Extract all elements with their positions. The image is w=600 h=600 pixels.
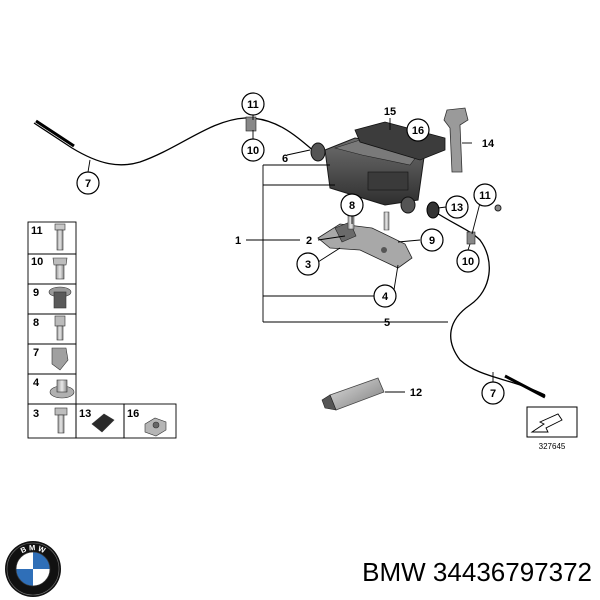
part-number-caption: BMW 34436797372	[362, 557, 592, 587]
legend-label-4: 4	[33, 377, 40, 389]
stud-icon	[54, 315, 66, 327]
grease-tube	[321, 377, 385, 411]
grommet-body	[53, 291, 67, 309]
bolt-head	[494, 204, 502, 212]
connector-cover	[354, 121, 446, 161]
hex-nut-hole	[152, 421, 160, 429]
callout-4: 4	[382, 291, 389, 303]
callouts: 11 10 6 15 16 14 11 13 8 1 2 9 10 3 4 5 …	[76, 92, 505, 405]
callout-circle	[481, 381, 505, 405]
nut-body	[55, 264, 65, 280]
legend-part-images	[48, 223, 167, 437]
callout-13: 13	[451, 202, 463, 214]
bolt	[347, 214, 355, 230]
cable-clip	[245, 116, 257, 132]
legend-labels: 11 10 9 8 7 4 3 13 16	[31, 225, 139, 420]
reference-number: 327645	[539, 442, 566, 451]
legend-label-16: 16	[127, 408, 139, 420]
legend-label-10: 10	[31, 256, 43, 268]
legend-label-9: 9	[33, 287, 39, 299]
callout-circle	[420, 228, 444, 252]
callout-16: 16	[412, 125, 424, 137]
stud-shank	[56, 325, 64, 341]
callout-7: 7	[85, 178, 91, 190]
callout-circle	[241, 92, 265, 116]
callout-11: 11	[247, 99, 259, 111]
callout-circle	[340, 193, 364, 217]
callout-1: 1	[235, 235, 241, 247]
callout-circle	[296, 252, 320, 276]
legend-label-8: 8	[33, 317, 39, 329]
cable-left	[33, 117, 316, 166]
screw-shank	[56, 229, 64, 251]
callout-15: 15	[384, 106, 396, 118]
bolt	[383, 211, 390, 231]
sleeve-icon	[91, 413, 115, 433]
arrow-icon	[530, 413, 563, 433]
brake-actuator-unit	[310, 137, 426, 214]
legend-label-11: 11	[31, 225, 43, 237]
bolt-shank	[57, 414, 65, 434]
callout-6: 6	[282, 153, 288, 165]
callout-circle	[445, 195, 469, 219]
callout-9: 9	[429, 235, 435, 247]
callout-circle	[456, 249, 480, 273]
cable-clip-right	[466, 231, 476, 245]
cable-right	[431, 209, 546, 399]
small-parts-legend	[27, 221, 177, 439]
legend-label-7: 7	[33, 347, 39, 359]
callout-2: 2	[306, 235, 312, 247]
callout-14: 14	[482, 138, 495, 150]
callout-circle	[406, 118, 430, 142]
bmw-logo: B M W	[5, 541, 61, 597]
callout-10: 10	[247, 145, 259, 157]
screw-icon	[54, 223, 66, 231]
legend-label-3: 3	[33, 408, 39, 420]
callout-circle	[241, 138, 265, 162]
grommet	[426, 201, 440, 219]
bolt-icon	[54, 407, 68, 416]
callout-8: 8	[349, 200, 355, 212]
mounting-bracket	[317, 221, 413, 269]
callout-circle	[473, 183, 497, 207]
callout-7-right: 7	[490, 388, 496, 400]
svg-text:B M W: B M W	[19, 543, 47, 555]
leader-lines	[87, 112, 494, 393]
legend-label-13: 13	[79, 408, 91, 420]
callout-10-right: 10	[462, 256, 474, 268]
nut-icon	[52, 257, 68, 266]
callout-5: 5	[384, 317, 390, 329]
callout-12: 12	[410, 387, 422, 399]
lever-bracket	[443, 107, 469, 173]
clip-icon	[51, 347, 69, 371]
callout-circle	[76, 171, 100, 195]
callout-11-right: 11	[479, 190, 491, 202]
callout-3: 3	[305, 259, 311, 271]
flange-nut-body	[56, 379, 68, 393]
callout-circle	[373, 284, 397, 308]
reference-box: 327645	[526, 406, 578, 451]
